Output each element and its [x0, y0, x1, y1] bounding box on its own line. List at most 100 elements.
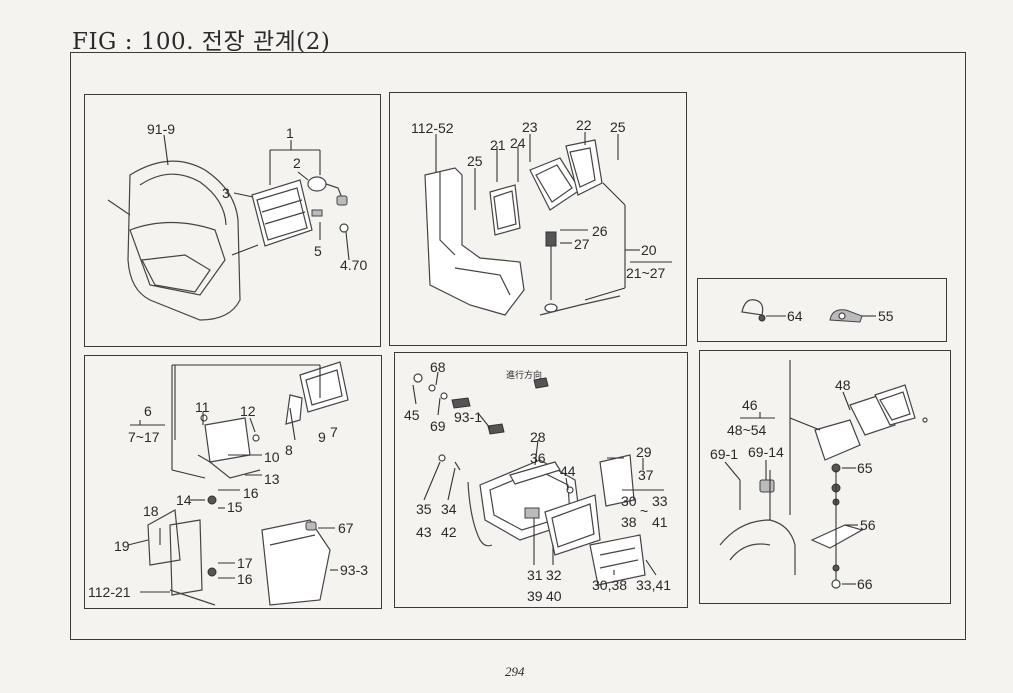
clip-55-icon: [829, 309, 863, 323]
panel-headlamp: [84, 94, 381, 347]
lens-icon: [489, 184, 521, 236]
label-16-upper: 16: [243, 485, 259, 501]
label-2: 2: [293, 155, 301, 171]
label-27: 27: [574, 236, 590, 252]
label-12: 12: [240, 403, 256, 419]
panel-side-lamp: [699, 350, 951, 604]
label-112-52: 112-52: [411, 120, 454, 136]
label-91-9: 91-9: [147, 121, 175, 137]
label-66: 66: [857, 576, 873, 592]
label-15: 15: [227, 499, 243, 515]
label-22: 22: [576, 117, 592, 133]
label-4-70: 4.70: [340, 257, 367, 273]
bulb-icon: [307, 176, 348, 206]
panel-rear-lamp: [84, 355, 382, 609]
socket-icon: [311, 209, 323, 217]
label-10: 10: [264, 449, 280, 465]
panel-clips: [697, 278, 947, 342]
label-38: 38: [621, 514, 637, 530]
page-title: FIG : 100. 전장 관계(2): [72, 29, 331, 55]
label-29: 29: [636, 444, 652, 460]
label-14: 14: [176, 492, 192, 508]
label-5: 5: [314, 243, 322, 259]
label-17: 17: [237, 555, 253, 571]
label-37: 37: [638, 467, 654, 483]
screw-icon: [339, 223, 349, 233]
label-48: 48: [835, 377, 851, 393]
label-3: 3: [222, 185, 230, 201]
tail-lamp-leaders: [412, 371, 664, 576]
label-93-1: 93-1: [454, 409, 482, 425]
label-32: 32: [546, 567, 562, 583]
label-30-38: 30,38: [592, 577, 627, 593]
panel-work-lamp: [389, 92, 687, 346]
label-112-21: 112-21: [88, 584, 131, 600]
headlamp-drawing: [107, 160, 349, 321]
label-21-27: 21~27: [626, 265, 666, 281]
headlamp-unit-icon: [251, 179, 313, 247]
label-64: 64: [787, 308, 803, 324]
direction-text: 進行方向: [506, 369, 542, 380]
label-69-14: 69-14: [748, 444, 784, 460]
label-28: 28: [530, 429, 546, 445]
lamp-housing-icon: [529, 139, 603, 211]
label-48-54: 48~54: [727, 422, 767, 438]
tail-lamp-drawing: [413, 373, 646, 586]
work-lamp-drawing: [424, 139, 621, 316]
arrow-icon-2: [487, 423, 505, 435]
label-1: 1: [286, 125, 294, 141]
figure-frame: [70, 52, 966, 640]
rear-lamp-leaders: [127, 364, 338, 593]
label-45: 45: [404, 407, 420, 423]
label-34: 34: [441, 501, 457, 517]
headlamp-leaders: [163, 134, 350, 261]
label-21: 21: [490, 137, 506, 153]
label-13: 13: [264, 471, 280, 487]
side-lamp-drawing: [719, 360, 928, 589]
arrow-icon: [451, 397, 471, 409]
label-65: 65: [857, 460, 873, 476]
label-9: 9: [318, 429, 326, 445]
label-23: 23: [522, 119, 538, 135]
clip-64-icon: [741, 299, 766, 322]
label-68: 68: [430, 359, 446, 375]
label-16-lower: 16: [237, 571, 253, 587]
label-56: 56: [860, 517, 876, 533]
rear-lamp-drawing: [147, 361, 349, 606]
lens-icon-rear: [285, 394, 303, 425]
label-69: 69: [430, 418, 446, 434]
label-40: 40: [546, 588, 562, 604]
label-41: 41: [652, 514, 668, 530]
label-44: 44: [560, 463, 576, 479]
label-43: 43: [416, 524, 432, 540]
label-31: 31: [527, 567, 543, 583]
label-42: 42: [441, 524, 457, 540]
label-7-17: 7~17: [128, 429, 160, 445]
fender-icon: [261, 519, 331, 606]
page-number: 294: [505, 664, 525, 679]
label-69-1: 69-1: [710, 446, 738, 462]
label-26: 26: [592, 223, 608, 239]
label-25-left: 25: [467, 153, 483, 169]
label-6: 6: [144, 403, 152, 419]
label-30: 30: [621, 493, 637, 509]
direction-arrow-icon: [533, 377, 549, 389]
tilde-30-33: ~: [640, 503, 648, 519]
label-25-right: 25: [610, 119, 626, 135]
label-35: 35: [416, 501, 432, 517]
label-55: 55: [878, 308, 894, 324]
label-20: 20: [641, 242, 657, 258]
tail-lens-icon: [589, 534, 646, 586]
bracket-icon: [545, 231, 557, 247]
label-36: 36: [530, 450, 546, 466]
label-67: 67: [338, 520, 354, 536]
label-18: 18: [143, 503, 159, 519]
side-lamp-leaders: [724, 391, 858, 585]
label-33-41: 33,41: [636, 577, 671, 593]
work-lamp-leaders: [435, 132, 640, 301]
label-33: 33: [652, 493, 668, 509]
panel-tail-lamp: [394, 352, 688, 608]
bracket-56-icon: [810, 524, 864, 549]
label-93-3: 93-3: [340, 562, 368, 578]
